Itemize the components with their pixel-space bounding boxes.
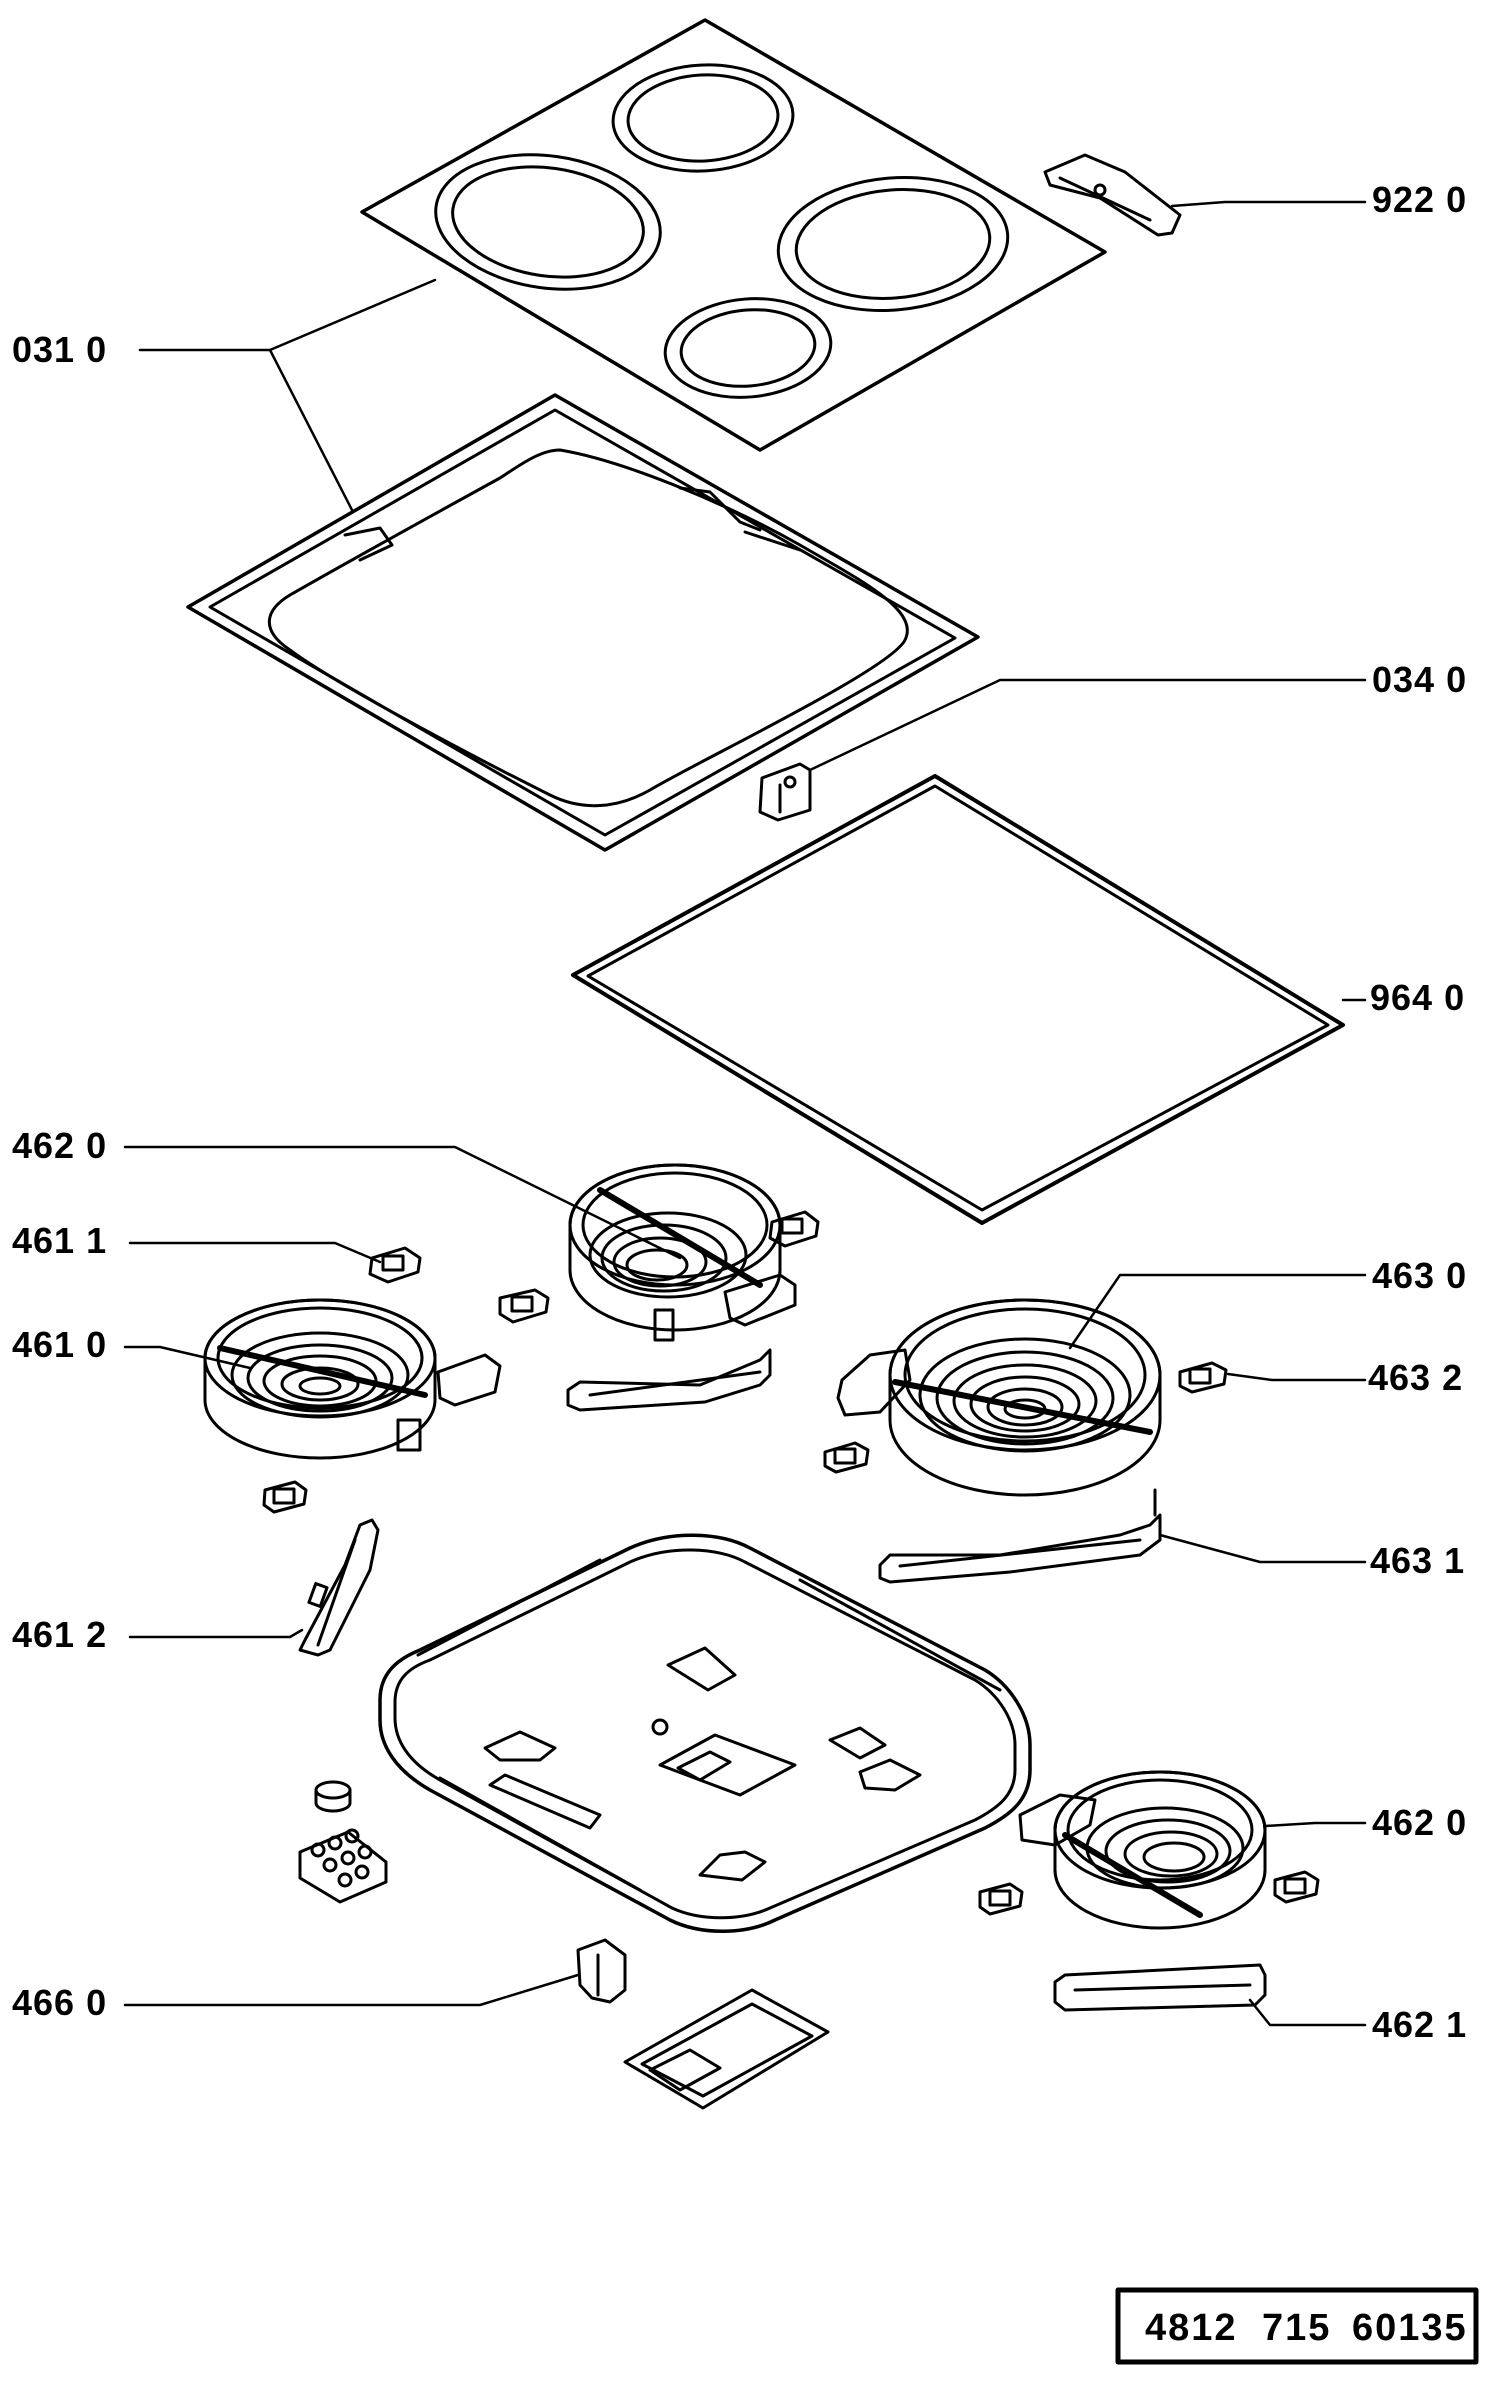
leader-lines [123,200,1367,2027]
support-rail-part-462-1 [1053,1963,1267,2012]
part-label-461-0: 461 0 [12,1324,107,1365]
part-label-462-0-lower: 462 0 [1372,1802,1467,1843]
reference-number-part-a: 4812 [1145,2307,1238,2349]
glass-cooktop-part [360,18,1107,452]
clip-part-lower-right [1273,1870,1320,1904]
gasket-part-964 [571,774,1345,1225]
reference-number-part-c: 60135 [1352,2307,1468,2349]
heating-element-part-461 [203,1298,502,1460]
cover-plate-part [623,1988,830,2110]
reference-number-box [1115,2287,1479,2365]
part-label-462-0-upper: 462 0 [12,1125,107,1166]
cooktop-frame-part [186,393,980,852]
part-label-031-0: 031 0 [12,329,107,370]
clip-part-left-lower [262,1480,308,1514]
part-label-463-0: 463 0 [1372,1255,1467,1296]
part-label-922-0: 922 0 [1372,179,1467,220]
heating-element-part-462-upper [568,1163,797,1342]
part-label-466-0: 466 0 [12,1982,107,2023]
clip-part-mid-left [823,1441,870,1474]
clip-part-lower-left [978,1882,1024,1916]
support-rail-part-upper [566,1348,772,1412]
clip-part-034 [758,762,812,822]
heating-element-part-463 [836,1298,1162,1497]
bottom-tray-part [378,1533,1032,1933]
bracket-part-466 [576,1938,627,2004]
part-label-462-1: 462 1 [1372,2004,1467,2045]
part-label-461-2: 461 2 [12,1614,107,1655]
clip-part-461-1 [368,1246,422,1284]
support-rail-part-463-1 [878,1488,1162,1584]
part-label-463-2: 463 2 [1368,1357,1463,1398]
part-label-964-0: 964 0 [1370,977,1465,1018]
clip-part-upper-right [768,1210,820,1248]
terminal-block-part [298,1780,388,1904]
bracket-part-922 [1043,153,1182,237]
reference-number-part-b: 715 [1262,2307,1331,2349]
heating-element-part-462-lower [1018,1770,1267,1930]
part-label-463-1: 463 1 [1370,1540,1465,1581]
part-label-034-0: 034 0 [1372,659,1467,700]
clip-part-upper-left [498,1288,550,1324]
part-label-461-1: 461 1 [12,1220,107,1261]
clip-part-463-2 [1178,1361,1228,1394]
strut-part-461-2 [298,1518,380,1657]
